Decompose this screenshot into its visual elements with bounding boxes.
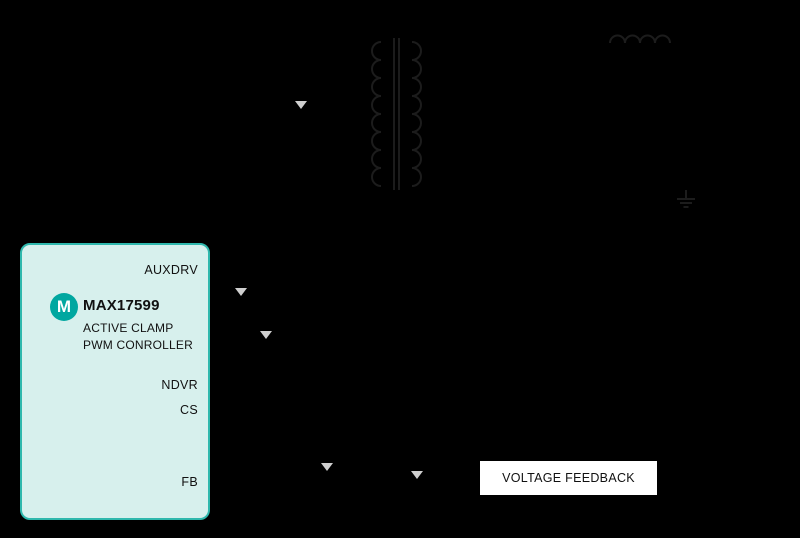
- pin-label-fb: FB: [181, 475, 198, 489]
- arrow-marker-icon: [295, 101, 307, 109]
- voltage-feedback-block: VOLTAGE FEEDBACK: [478, 459, 659, 497]
- pin-label-ndvr: NDVR: [161, 378, 198, 392]
- arrow-marker-icon: [260, 331, 272, 339]
- inductor-icon: [609, 34, 671, 44]
- maxim-logo-letter: M: [56, 297, 72, 316]
- max17599-ic-block: M MAX17599 ACTIVE CLAMP PWM CONROLLER AU…: [20, 243, 210, 520]
- arrow-marker-icon: [411, 471, 423, 479]
- ic-subtitle-line1: ACTIVE CLAMP: [83, 321, 174, 335]
- transformer-icon: [371, 38, 422, 190]
- ic-subtitle-line2: PWM CONROLLER: [83, 338, 193, 352]
- ic-part-number: MAX17599: [83, 297, 160, 314]
- ground-icon: [677, 190, 695, 208]
- arrow-marker-icon: [321, 463, 333, 471]
- maxim-logo-icon: M: [50, 293, 78, 321]
- ic-title-group: MAX17599 ACTIVE CLAMP PWM CONROLLER: [83, 297, 193, 354]
- pin-label-auxdrv: AUXDRV: [144, 263, 198, 277]
- voltage-feedback-label: VOLTAGE FEEDBACK: [502, 471, 635, 485]
- arrow-marker-icon: [235, 288, 247, 296]
- pin-label-cs: CS: [180, 403, 198, 417]
